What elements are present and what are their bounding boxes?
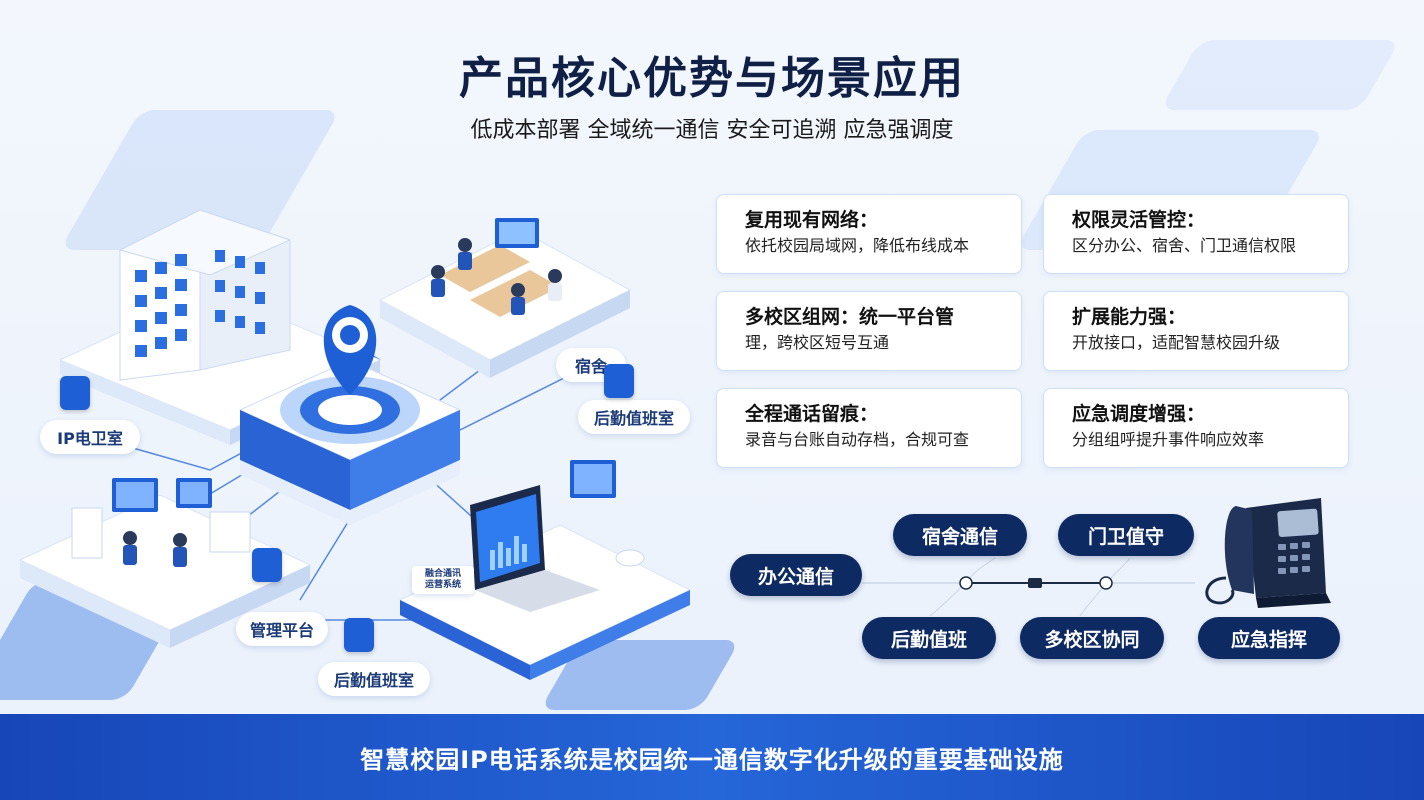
feature-desc: 分组组呼提升事件响应效率 (1072, 430, 1265, 449)
scenario-multi-campus: 多校区协同 (1020, 617, 1164, 659)
feature-card-multi-campus: 多校区组网：统一平台管 理，跨校区短号互通 (716, 291, 1022, 371)
scenario-office: 办公通信 (730, 554, 862, 596)
feature-title: 权限灵活管控： (1072, 209, 1206, 231)
page-subtitle: 低成本部署 全域统一通信 安全可追溯 应急强调度 (470, 118, 954, 143)
tag-duty-room-bottom: 后勤值班室 (318, 662, 430, 696)
feature-desc: 区分办公、宿舍、门卫通信权限 (1072, 236, 1297, 255)
feature-title: 多校区组网：统一平台管 (745, 306, 955, 328)
feature-desc: 理，跨校区短号互通 (745, 333, 890, 352)
office-desks-icon (431, 218, 562, 317)
desk-phone-icon (1205, 498, 1331, 608)
building-icon (118, 209, 292, 381)
feature-card-permission: 权限灵活管控： 区分办公、宿舍、门卫通信权限 (1043, 194, 1349, 274)
screen-label: 融合通讯 运营系统 (412, 566, 474, 594)
feature-card-emergency: 应急调度增强： 分组组呼提升事件响应效率 (1043, 388, 1349, 468)
feature-desc: 依托校园局域网，降低布线成本 (745, 236, 970, 255)
tag-duty-room-right: 后勤值班室 (578, 400, 690, 434)
feature-desc: 录音与台账自动存档，合规可查 (745, 430, 970, 449)
chat-badge-icon (344, 618, 374, 652)
campus-network-diagram (18, 209, 692, 680)
tag-platform: 管理平台 (236, 612, 328, 646)
central-server-icon (238, 305, 462, 525)
feature-title: 扩展能力强： (1072, 306, 1187, 328)
feature-card-extension: 扩展能力强： 开放接口，适配智慧校园升级 (1043, 291, 1349, 371)
feature-title: 应急调度增强： (1072, 403, 1206, 425)
feature-card-network: 复用现有网络： 依托校园局域网，降低布线成本 (716, 194, 1022, 274)
footer-text: 智慧校园IP电话系统是校园统一通信数字化升级的重要基础设施 (360, 745, 1064, 774)
chart-badge-icon (252, 548, 282, 582)
tag-guard-room: IP电卫室 (40, 420, 140, 454)
scenario-logistics: 后勤值班 (862, 617, 996, 659)
page-title: 产品核心优势与场景应用 (459, 53, 965, 104)
feature-desc: 开放接口，适配智慧校园升级 (1072, 333, 1281, 352)
feature-title: 全程通话留痕： (745, 403, 879, 425)
tag-dorm: 宿舍 (556, 348, 626, 382)
scenario-dorm: 宿舍通信 (893, 514, 1027, 556)
laptop-icon (470, 460, 645, 612)
feature-card-recording: 全程通话留痕： 录音与台账自动存档，合规可查 (716, 388, 1022, 468)
scenario-emergency: 应急指挥 (1198, 617, 1340, 659)
footer-banner: 智慧校园IP电话系统是校园统一通信数字化升级的重要基础设施 (0, 714, 1424, 800)
feature-title: 复用现有网络： (745, 209, 879, 231)
shield-icon (60, 376, 90, 410)
scenario-guard: 门卫值守 (1058, 514, 1194, 556)
shield-icon (604, 364, 634, 398)
admin-workstation-icon (71, 478, 251, 567)
